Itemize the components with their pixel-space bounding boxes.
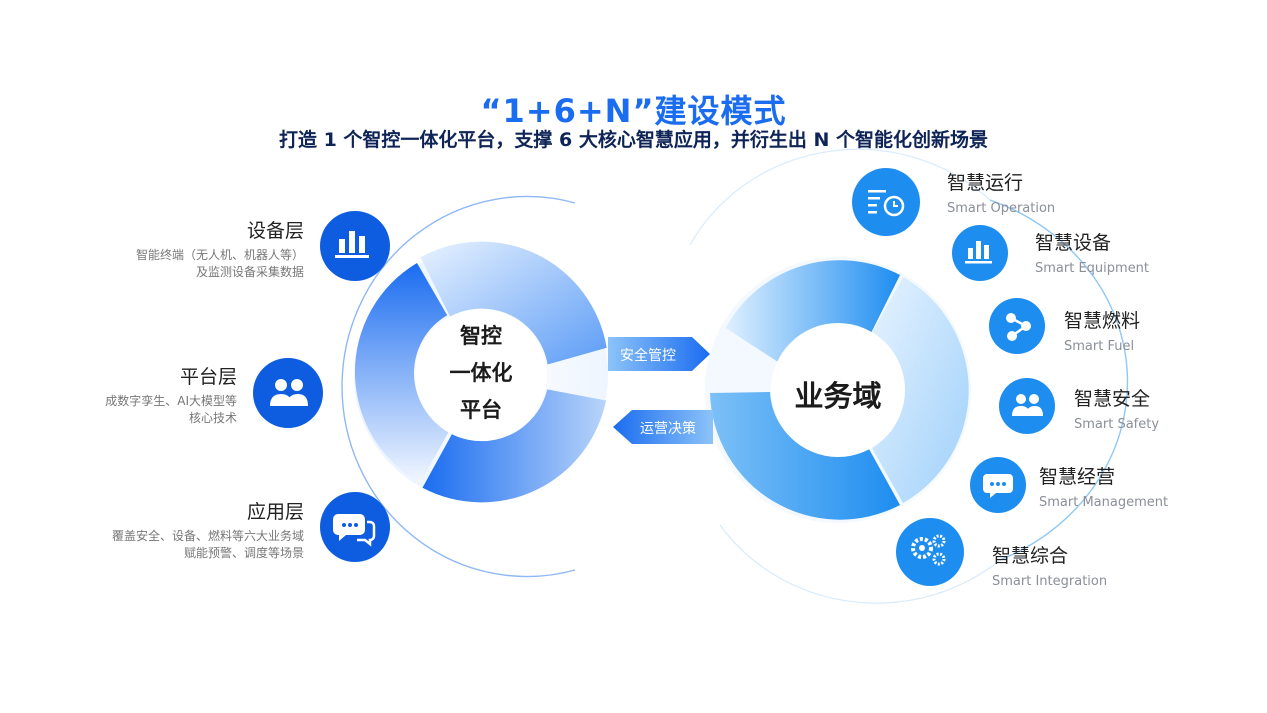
app-integration-title: 智慧综合 [992,545,1069,567]
app-fuel-subtitle: Smart Fuel [1064,339,1135,354]
right-ring-segment-right [872,277,969,503]
left-icon-2 [253,358,323,428]
right-orbit-arc-top [689,148,991,246]
app-fuel-title: 智慧燃料 [1064,310,1141,332]
layer-application: 应用层 覆盖安全、设备、燃料等六大业务域 赋能预警、调度等场景 [112,497,304,562]
left-ring-segment-left [354,263,449,483]
app-management-subtitle: Smart Management [1039,495,1169,510]
layer-device: 设备层 智能终端（无人机、机器人等） 及监测设备采集数据 [136,216,304,281]
left-ring-segment-top [420,241,607,365]
left-icon-3 [320,492,390,562]
app-safety: 智慧安全 Smart Safety [1074,384,1159,432]
layer-application-desc-2: 赋能预警、调度等场景 [183,546,304,560]
app-management-title: 智慧经营 [1039,466,1116,488]
layer-device-title: 设备层 [246,220,304,242]
right-icon-3 [989,298,1045,354]
left-icon-1 [320,211,390,281]
left-orbit-arc [341,195,576,578]
right-icon-2 [952,225,1008,281]
platform-center-line-2: 一体化 [449,361,513,385]
app-equipment: 智慧设备 Smart Equipment [1035,228,1149,276]
app-equipment-title: 智慧设备 [1035,232,1112,254]
page-title: “1+6+N”建设模式 [480,92,787,130]
layer-device-desc-1: 智能终端（无人机、机器人等） [135,248,304,262]
app-integration-subtitle: Smart Integration [992,574,1108,589]
arrow-left-shape [613,410,713,444]
layer-platform: 平台层 成数字孪生、AI大模型等 核心技术 [105,362,237,427]
right-icon-1 [852,168,920,236]
right-ring-segment-bottom [710,392,900,520]
right-orbit-arc [989,199,1129,561]
app-safety-subtitle: Smart Safety [1074,417,1160,432]
right-ring-core [771,323,905,457]
right-icon-4 [999,378,1055,434]
right-orbit-arc-bottom [719,524,1001,604]
app-safety-title: 智慧安全 [1074,388,1151,410]
app-management: 智慧经营 Smart Management [1039,462,1168,510]
page-subtitle: 打造 1 个智控一体化平台，支撑 6 大核心智慧应用，并衍生出 N 个智能化创新… [278,129,989,151]
platform-center-label: 智控 一体化 平台 [431,318,531,429]
left-ring-core [415,309,547,441]
layer-platform-title: 平台层 [179,366,237,388]
left-ring-segment-bottom [422,389,606,503]
right-icon-6 [896,518,964,586]
right-icon-5 [970,457,1026,513]
arrow-left-label: 运营决策 [640,421,696,437]
arrow-right-label: 安全管控 [620,348,676,364]
right-ring-segment-top [725,260,900,362]
layer-platform-desc-1: 成数字孪生、AI大模型等 [105,394,237,408]
business-domain-label: 业务域 [794,379,882,413]
app-equipment-subtitle: Smart Equipment [1035,261,1150,276]
layer-application-title: 应用层 [246,501,304,523]
app-operation-subtitle: Smart Operation [947,201,1056,216]
app-fuel: 智慧燃料 Smart Fuel [1064,306,1140,354]
layer-application-desc-1: 覆盖安全、设备、燃料等六大业务域 [111,529,304,543]
platform-center-line-3: 平台 [460,398,502,422]
layer-platform-desc-2: 核心技术 [188,411,237,425]
layer-device-desc-2: 及监测设备采集数据 [195,265,304,279]
app-operation-title: 智慧运行 [947,172,1024,194]
arrow-right-shape [608,337,710,371]
app-operation: 智慧运行 Smart Operation [947,168,1055,216]
platform-center-line-1: 智控 [460,324,502,348]
app-integration: 智慧综合 Smart Integration [992,541,1107,589]
